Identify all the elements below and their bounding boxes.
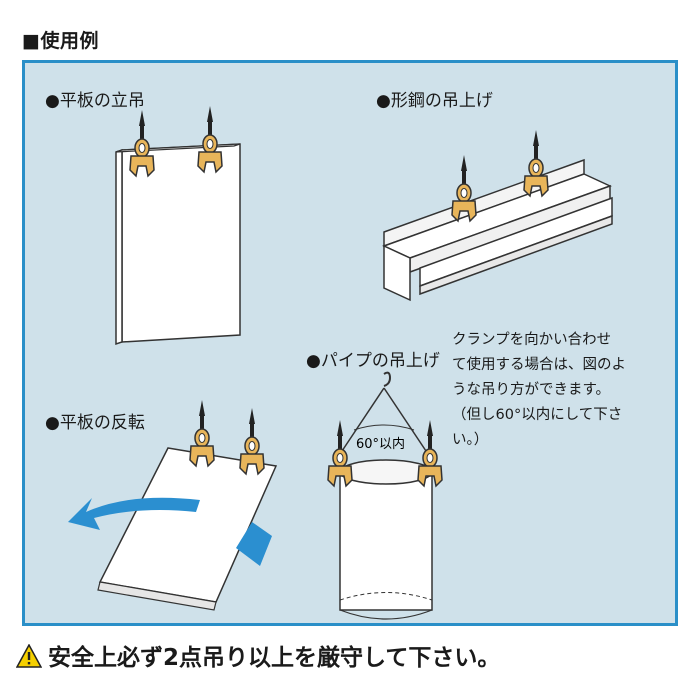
plate-vertical-illustration [115, 105, 241, 346]
pipe-lift-illustration: 60°以内 [327, 371, 443, 620]
page-title: ■使用例 [22, 30, 99, 52]
turn-arrow-tail [236, 522, 272, 566]
turn-arrow [68, 497, 200, 530]
note-line: い。） [452, 432, 489, 448]
pipe-note: クランプを向かい合わせ て使用する場合は、図のよ うな吊り方ができます。 （但し… [452, 328, 652, 453]
label-channel-lift: ●形鋼の吊上げ [376, 91, 493, 111]
note-line: うな吊り方ができます。 [452, 382, 611, 398]
note-line: て使用する場合は、図のよ [452, 357, 626, 373]
angle-label: 60°以内 [356, 436, 405, 452]
safety-warning: 安全上必ず2点吊り以上を厳守して下さい。 [15, 638, 501, 674]
note-line: （但し60°以内にして下さ [452, 407, 623, 423]
warning-text: 安全上必ず2点吊り以上を厳守して下さい。 [48, 645, 501, 671]
channel-steel-illustration [382, 129, 613, 302]
plate-turn-illustration [68, 399, 278, 611]
label-plate-vertical: ●平板の立吊 [45, 91, 145, 111]
hook-icon [383, 371, 392, 387]
warning-icon [15, 642, 43, 674]
label-pipe-lift: ●パイプの吊上げ [306, 351, 440, 371]
note-line: クランプを向かい合わせ [452, 332, 612, 348]
label-plate-turn: ●平板の反転 [45, 413, 145, 433]
